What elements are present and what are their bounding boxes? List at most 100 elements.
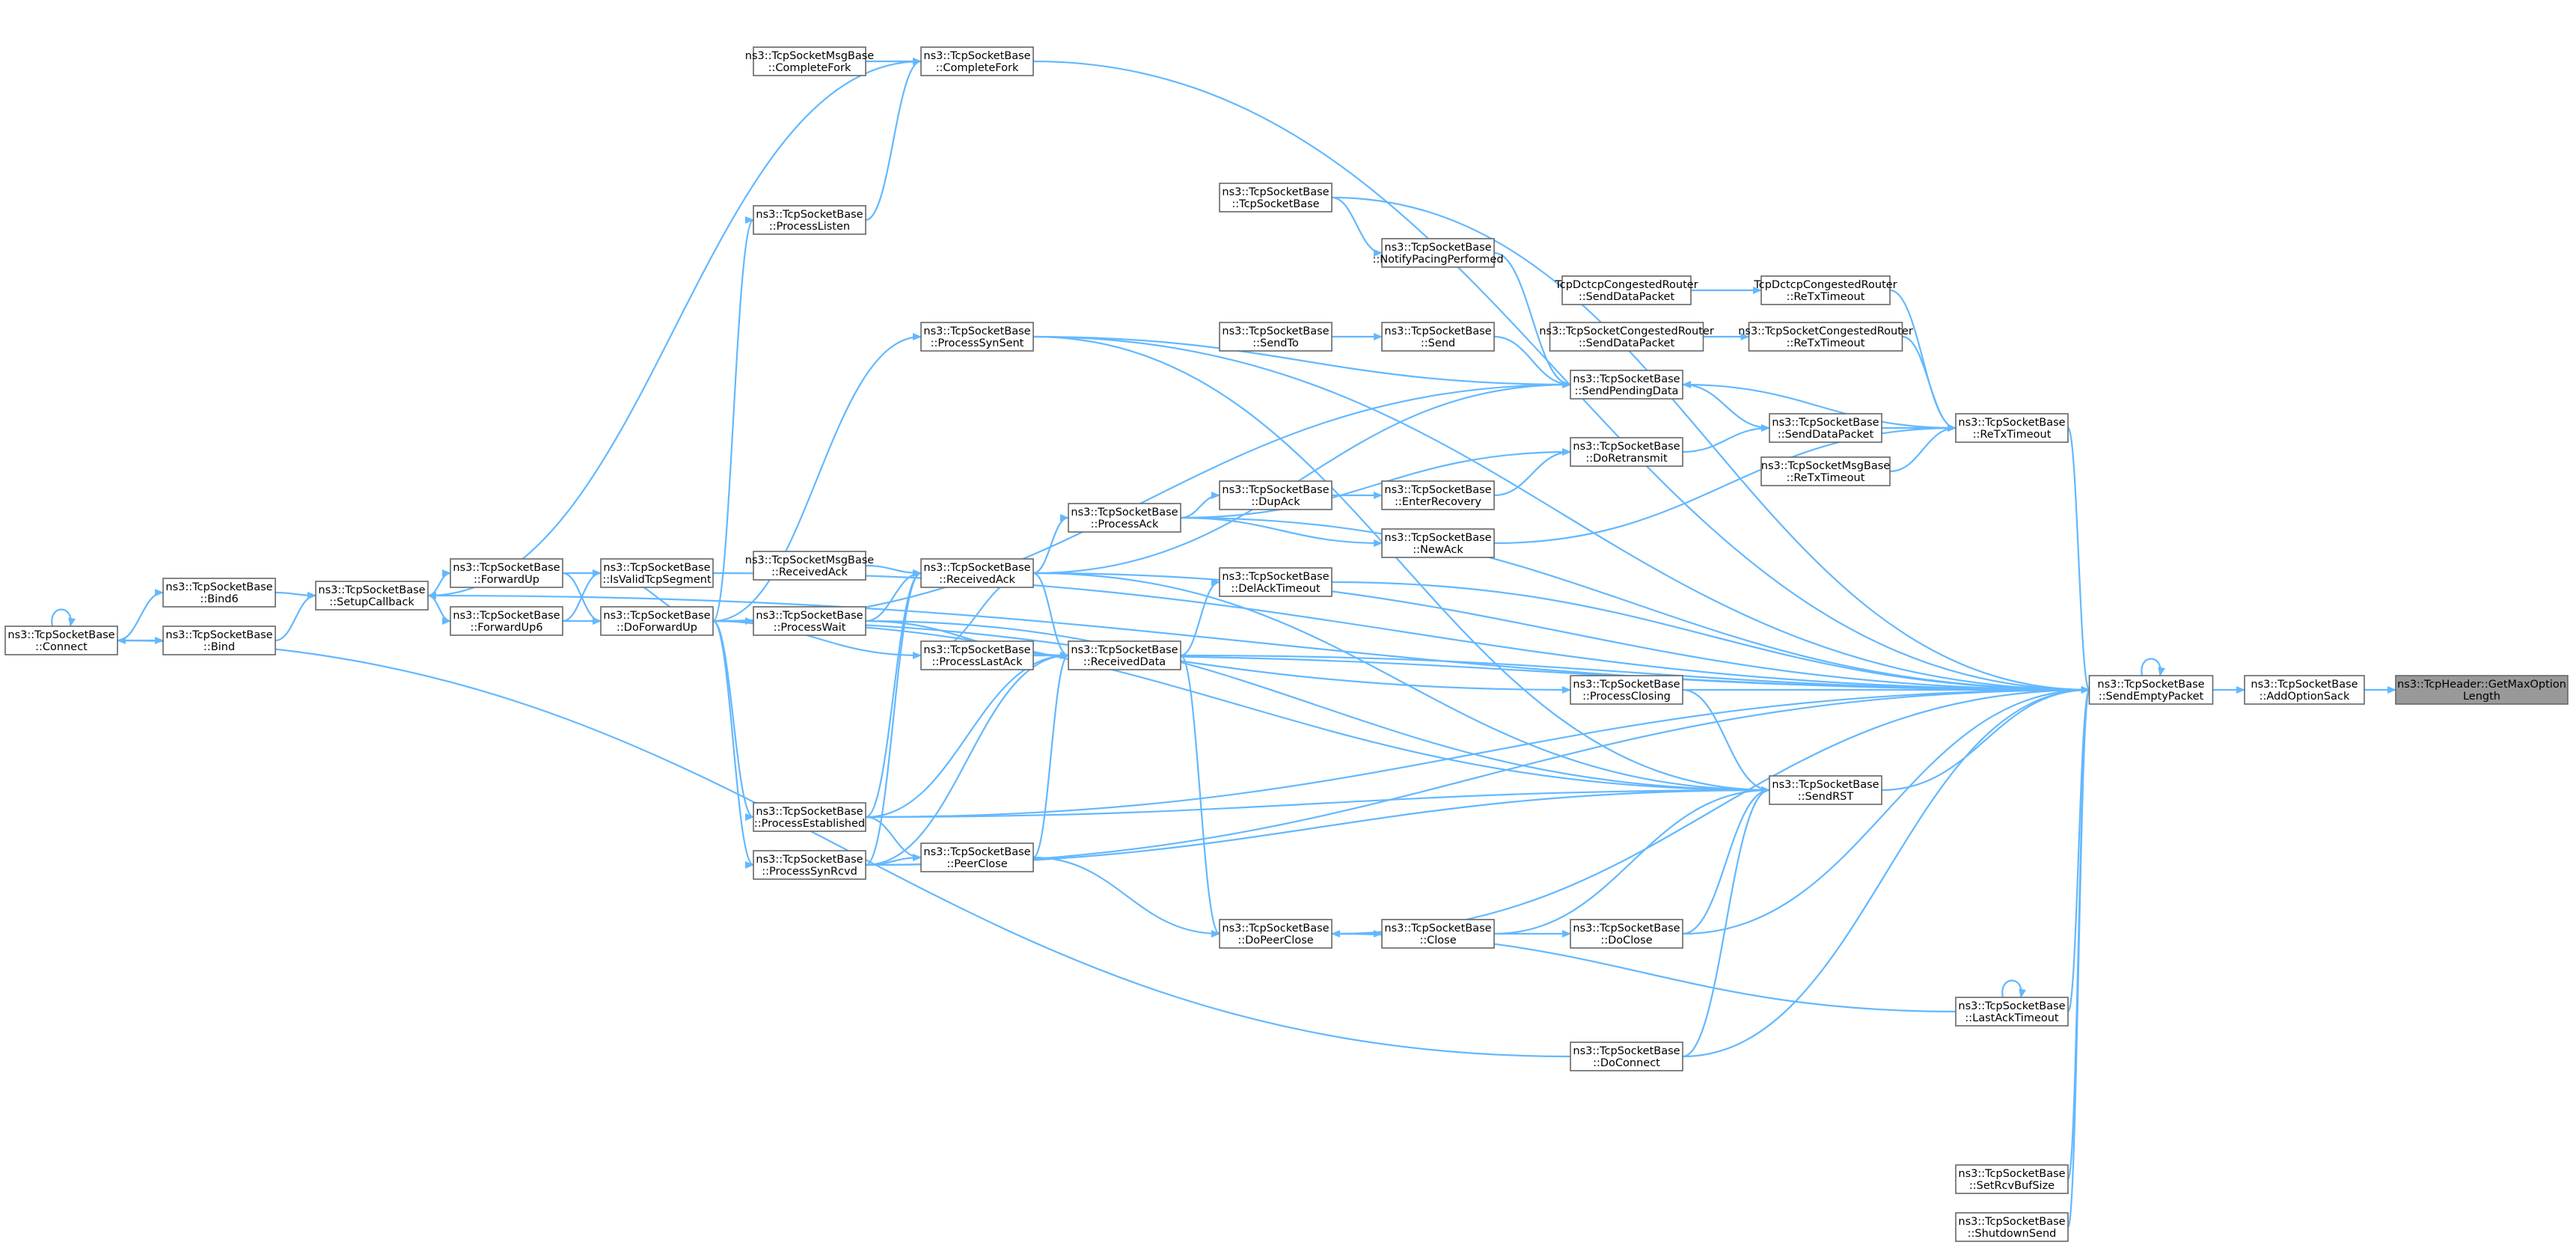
node-bind[interactable]: ns3::TcpSocketBase::Bind bbox=[162, 626, 276, 655]
node-label: ns3::TcpSocketBase bbox=[1772, 417, 1879, 429]
edge-msgreceivedack-to-receivedack bbox=[865, 564, 922, 577]
node-label: TcpDctcpCongestedRouter bbox=[1554, 279, 1698, 291]
node-processsynsent[interactable]: ns3::TcpSocketBase::ProcessSynSent bbox=[920, 322, 1034, 352]
edge-msgretx-to-retx bbox=[1889, 424, 1957, 473]
node-sendrst[interactable]: ns3::TcpSocketBase::SendRST bbox=[1769, 775, 1882, 805]
node-label: TcpDctcpCongestedRouter bbox=[1753, 279, 1897, 291]
node-forwardup[interactable]: ns3::TcpSocketBase::ForwardUp bbox=[450, 558, 563, 588]
node-forwardup6[interactable]: ns3::TcpSocketBase::ForwardUp6 bbox=[450, 606, 563, 636]
node-shutdownsend[interactable]: ns3::TcpSocketBase::ShutdownSend bbox=[1955, 1212, 2069, 1242]
node-close[interactable]: ns3::TcpSocketBase::Close bbox=[1381, 919, 1495, 949]
node-peerclose[interactable]: ns3::TcpSocketBase::PeerClose bbox=[920, 842, 1034, 872]
node-newack[interactable]: ns3::TcpSocketBase::NewAck bbox=[1381, 528, 1495, 558]
node-notifypacing[interactable]: ns3::TcpSocketBase::NotifyPacingPerforme… bbox=[1372, 238, 1504, 268]
node-label: ::ProcessLastAck bbox=[931, 656, 1023, 668]
node-box bbox=[4, 626, 118, 655]
edge-enterrecovery-to-doretransmit bbox=[1493, 448, 1571, 497]
node-congsend[interactable]: ns3::TcpSocketCongestedRouter::SendDataP… bbox=[1539, 322, 1714, 352]
node-label: ::SendRST bbox=[1798, 791, 1854, 803]
node-sendto[interactable]: ns3::TcpSocketBase::SendTo bbox=[1219, 322, 1333, 352]
node-box bbox=[600, 606, 714, 636]
node-label: ::Bind6 bbox=[200, 593, 238, 605]
node-connect[interactable]: ns3::TcpSocketBase::Connect bbox=[4, 626, 118, 655]
node-receivedack[interactable]: ns3::TcpSocketBase::ReceivedAck bbox=[920, 558, 1034, 588]
node-box bbox=[1561, 275, 1692, 305]
node-dopeerclose[interactable]: ns3::TcpSocketBase::DoPeerClose bbox=[1219, 919, 1333, 949]
node-processlisten[interactable]: ns3::TcpSocketBase::ProcessListen bbox=[753, 205, 866, 235]
node-label: ::SetupCallback bbox=[329, 596, 414, 608]
node-lastacktimeout[interactable]: ns3::TcpSocketBase::LastAckTimeout bbox=[1955, 997, 2069, 1027]
node-senddata[interactable]: ns3::TcpSocketBase::SendDataPacket bbox=[1769, 413, 1882, 443]
node-label: ::SendDataPacket bbox=[1579, 337, 1675, 349]
node-label: ns3::TcpSocketCongestedRouter bbox=[1539, 325, 1714, 337]
node-procclosing[interactable]: ns3::TcpSocketBase::ProcessClosing bbox=[1570, 675, 1683, 705]
node-label: ns3::TcpSocketBase bbox=[318, 584, 425, 596]
node-label: ::DoConnect bbox=[1593, 1057, 1660, 1069]
node-doforwardup[interactable]: ns3::TcpSocketBase::DoForwardUp bbox=[600, 606, 714, 636]
node-dupack[interactable]: ns3::TcpSocketBase::DupAck bbox=[1219, 480, 1333, 510]
node-label: ::ProcessListen bbox=[769, 221, 850, 233]
node-doclose[interactable]: ns3::TcpSocketBase::DoClose bbox=[1570, 919, 1683, 949]
node-box bbox=[1381, 528, 1495, 558]
edge-processsynsent-to-sendpending bbox=[1032, 335, 1571, 388]
node-label: ::SetRcvBufSize bbox=[1969, 1180, 2055, 1192]
node-box bbox=[1570, 437, 1683, 467]
node-completefork[interactable]: ns3::TcpSocketBase::CompleteFork bbox=[920, 46, 1034, 76]
node-setrcvbuf[interactable]: ns3::TcpSocketBase::SetRcvBufSize bbox=[1955, 1164, 2069, 1194]
node-box bbox=[2244, 675, 2365, 705]
node-box bbox=[753, 802, 866, 832]
node-processsynrcvd[interactable]: ns3::TcpSocketBase::ProcessSynRcvd bbox=[753, 850, 866, 880]
node-isvalid[interactable]: ns3::TcpSocketBase::IsValidTcpSegment bbox=[600, 558, 714, 588]
node-retx[interactable]: ns3::TcpSocketBase::ReTxTimeout bbox=[1955, 413, 2069, 443]
node-label: ::CompleteFork bbox=[936, 62, 1019, 74]
node-label: ns3::TcpSocketBase bbox=[453, 562, 560, 574]
node-label: ::ReceivedAck bbox=[939, 574, 1015, 586]
node-label: ns3::TcpSocketBase bbox=[1384, 532, 1491, 544]
edge-sendempty-to-sendempty bbox=[2141, 658, 2166, 676]
node-dctcpsend[interactable]: TcpDctcpCongestedRouter::SendDataPacket bbox=[1554, 275, 1698, 305]
node-receiveddata[interactable]: ns3::TcpSocketBase::ReceivedData bbox=[1068, 640, 1181, 670]
node-label: ::LastAckTimeout bbox=[1965, 1012, 2059, 1024]
node-dctcpretx[interactable]: TcpDctcpCongestedRouter::ReTxTimeout bbox=[1753, 275, 1897, 305]
node-msgretx[interactable]: ns3::TcpSocketMsgBase::ReTxTimeout bbox=[1760, 456, 1891, 486]
node-doconnect[interactable]: ns3::TcpSocketBase::DoConnect bbox=[1570, 1042, 1683, 1071]
node-box bbox=[1219, 183, 1333, 212]
node-sendempty[interactable]: ns3::TcpSocketBase::SendEmptyPacket bbox=[2088, 675, 2214, 705]
node-send[interactable]: ns3::TcpSocketBase::Send bbox=[1381, 322, 1495, 352]
node-msgcompletefork[interactable]: ns3::TcpSocketMsgBase::CompleteFork bbox=[745, 46, 875, 76]
node-msgreceivedack[interactable]: ns3::TcpSocketMsgBase::ReceivedAck bbox=[745, 551, 875, 581]
node-congretx[interactable]: ns3::TcpSocketCongestedRouter::ReTxTimeo… bbox=[1738, 322, 1913, 352]
node-ctor[interactable]: ns3::TcpSocketBase::TcpSocketBase bbox=[1219, 183, 1333, 212]
edge-notifypacing-to-sendpending bbox=[1493, 251, 1571, 388]
node-bind6[interactable]: ns3::TcpSocketBase::Bind6 bbox=[162, 578, 276, 608]
edge-processestablished-to-receiveddata bbox=[865, 652, 1069, 819]
node-setupcallback[interactable]: ns3::TcpSocketBase::SetupCallback bbox=[315, 581, 429, 611]
edge-processack-to-doretransmit bbox=[1180, 448, 1571, 519]
node-processack[interactable]: ns3::TcpSocketBase::ProcessAck bbox=[1068, 503, 1181, 533]
edge-forwardup6-to-isvalid bbox=[562, 569, 602, 623]
node-enterrecovery[interactable]: ns3::TcpSocketBase::EnterRecovery bbox=[1381, 480, 1495, 510]
node-processwait[interactable]: ns3::TcpSocketBase::ProcessWait bbox=[753, 606, 866, 636]
edge-close-to-sendrst bbox=[1493, 786, 1770, 935]
node-sendpending[interactable]: ns3::TcpSocketBase::SendPendingData bbox=[1570, 370, 1683, 400]
node-box bbox=[162, 578, 276, 608]
node-processestablished[interactable]: ns3::TcpSocketBase::ProcessEstablished bbox=[753, 802, 866, 832]
node-processlastack[interactable]: ns3::TcpSocketBase::ProcessLastAck bbox=[920, 640, 1034, 670]
node-addoptsack[interactable]: ns3::TcpSocketBase::AddOptionSack bbox=[2244, 675, 2365, 705]
node-box bbox=[2088, 675, 2214, 705]
node-label: ::Bind bbox=[204, 641, 235, 653]
node-doretransmit[interactable]: ns3::TcpSocketBase::DoRetransmit bbox=[1570, 437, 1683, 467]
node-delacktimeout[interactable]: ns3::TcpSocketBase::DelAckTimeout bbox=[1219, 567, 1333, 597]
node-label: ns3::TcpSocketBase bbox=[1573, 679, 1680, 691]
node-box bbox=[920, 322, 1034, 352]
edge-sendpending-to-senddata bbox=[1682, 383, 1770, 432]
node-label: ::SendEmptyPacket bbox=[2099, 691, 2204, 703]
node-label: ns3::TcpSocketBase bbox=[453, 610, 560, 622]
edge-processsynsent-to-sendrst bbox=[1032, 335, 1770, 794]
edge-peerclose-to-dopeerclose bbox=[1032, 856, 1220, 938]
node-label: ::Close bbox=[1419, 935, 1456, 946]
node-box bbox=[753, 606, 866, 636]
edge-doconnect-to-sendempty bbox=[1682, 686, 2090, 1058]
